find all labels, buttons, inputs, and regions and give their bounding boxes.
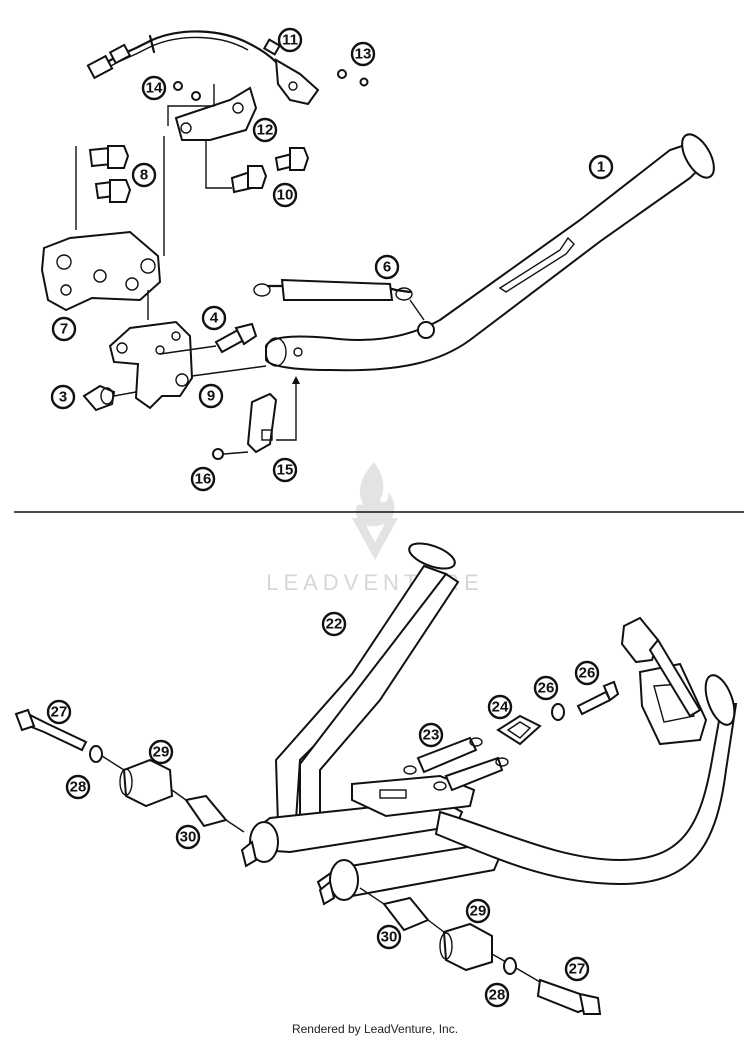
svg-text:11: 11 — [282, 32, 298, 49]
svg-text:4: 4 — [210, 310, 219, 327]
callout-12: 12 — [252, 117, 278, 143]
watermark: LEADVENTURE — [266, 462, 479, 595]
callout-16: 16 — [190, 466, 216, 492]
svg-text:29: 29 — [470, 903, 487, 920]
callout-30a: 30 — [175, 824, 201, 850]
callout-3: 3 — [50, 384, 76, 410]
footer-credit: Rendered by LeadVenture, Inc. — [291, 1022, 459, 1036]
side-stand-assembly — [40, 30, 715, 460]
svg-text:27: 27 — [51, 704, 68, 721]
callout-24: 24 — [487, 694, 513, 720]
callout-8: 8 — [131, 162, 157, 188]
svg-text:9: 9 — [207, 388, 215, 405]
svg-text:16: 16 — [195, 471, 212, 488]
callout-4: 4 — [201, 305, 227, 331]
svg-text:30: 30 — [180, 829, 197, 846]
callout-27a: 27 — [46, 699, 72, 725]
callout-29a: 29 — [148, 739, 174, 765]
svg-text:7: 7 — [60, 321, 68, 338]
svg-text:8: 8 — [140, 167, 148, 184]
callout-15: 15 — [272, 457, 298, 483]
svg-text:3: 3 — [59, 389, 67, 406]
callout-7: 7 — [51, 316, 77, 342]
callout-22: 22 — [321, 611, 347, 637]
callout-26b: 26 — [574, 660, 600, 686]
callout-23: 23 — [418, 722, 444, 748]
svg-text:22: 22 — [326, 616, 343, 633]
callout-11: 11 — [277, 27, 303, 53]
callout-28a: 28 — [65, 774, 91, 800]
callout-9: 9 — [198, 383, 224, 409]
svg-text:28: 28 — [489, 987, 506, 1004]
callout-6: 6 — [374, 254, 400, 280]
callout-29b: 29 — [465, 898, 491, 924]
callout-26a: 26 — [533, 675, 559, 701]
svg-text:23: 23 — [423, 727, 440, 744]
callout-10: 10 — [272, 182, 298, 208]
callout-27b: 27 — [564, 956, 590, 982]
svg-text:27: 27 — [569, 961, 586, 978]
svg-text:29: 29 — [153, 744, 170, 761]
svg-text:13: 13 — [355, 46, 372, 63]
callout-14: 14 — [141, 75, 167, 101]
svg-text:24: 24 — [492, 699, 509, 716]
callout-1: 1 — [588, 154, 614, 180]
svg-text:15: 15 — [277, 462, 294, 479]
callout-30b: 30 — [376, 924, 402, 950]
svg-text:26: 26 — [538, 680, 555, 697]
svg-text:28: 28 — [70, 779, 87, 796]
svg-text:6: 6 — [383, 259, 391, 276]
svg-text:1: 1 — [597, 159, 605, 176]
callout-28b: 28 — [484, 982, 510, 1008]
svg-text:10: 10 — [277, 187, 294, 204]
svg-text:12: 12 — [257, 122, 274, 139]
watermark-flame-icon — [355, 462, 395, 527]
svg-text:14: 14 — [146, 80, 163, 97]
callout-13: 13 — [350, 41, 376, 67]
svg-text:26: 26 — [579, 665, 596, 682]
center-stand-assembly — [14, 542, 738, 1015]
svg-text:30: 30 — [381, 929, 398, 946]
